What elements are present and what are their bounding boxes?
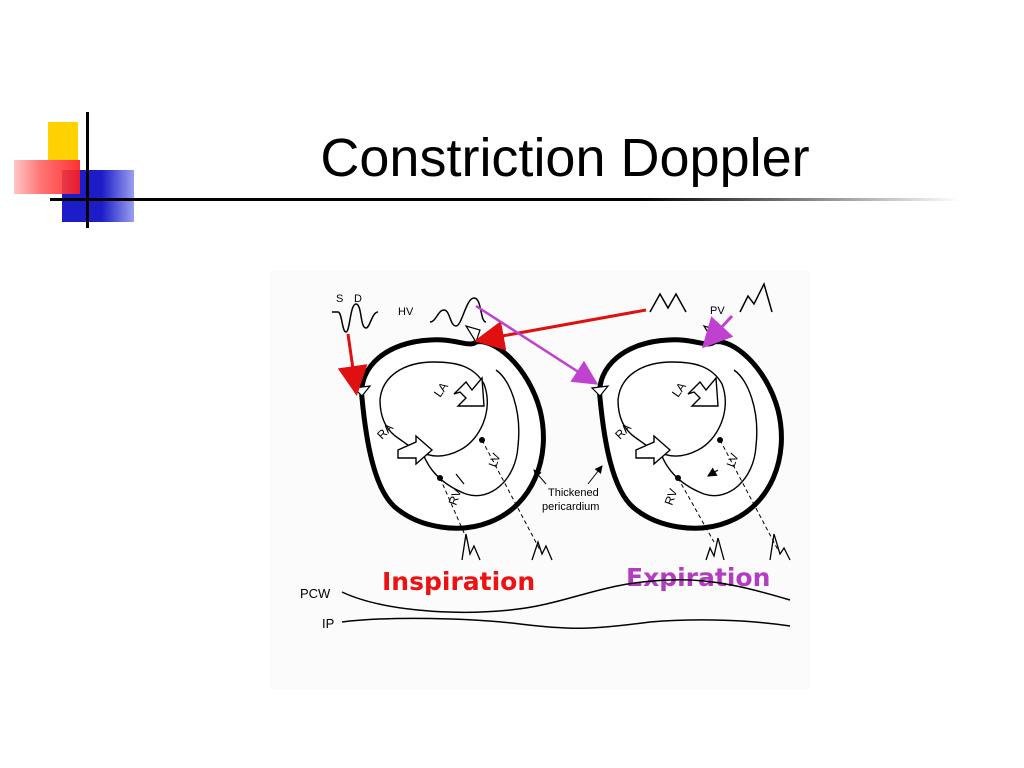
label-rv-right: RV	[662, 487, 681, 507]
ip-trace	[341, 617, 791, 629]
red-arrow-pv	[474, 308, 647, 351]
red-arrow-hv	[337, 333, 368, 396]
label-rv-left: RV	[446, 487, 465, 507]
heart-right	[590, 324, 784, 531]
decor-vertical-line	[86, 112, 89, 228]
magenta-arrow-pv	[701, 314, 734, 349]
slide-title: Constriction Doppler	[320, 128, 810, 188]
label-hv: HV	[398, 306, 414, 318]
heart-left	[352, 324, 546, 531]
doppler-sample-lines	[439, 439, 779, 551]
label-inspiration: Inspiration	[382, 567, 535, 596]
label-thickened: Thickened	[548, 487, 599, 499]
label-pericardium: pericardium	[542, 501, 599, 513]
magenta-arrow-hv	[475, 304, 599, 385]
decor-red-square	[14, 160, 80, 194]
pv-waveform	[649, 281, 773, 313]
label-pcw: PCW	[300, 586, 331, 601]
pcw-trace	[341, 578, 791, 613]
label-s: S	[336, 293, 343, 305]
label-pv: PV	[710, 305, 725, 317]
label-expiration: Expiration	[626, 563, 770, 592]
hv-waveform	[332, 297, 487, 333]
label-ip: IP	[322, 616, 334, 631]
label-d: D	[354, 293, 362, 305]
title-underline	[50, 198, 960, 201]
label-la-right: LA	[669, 380, 689, 400]
constriction-diagram: S D HV PV LA RA LV RV LA RA	[270, 270, 810, 690]
doppler-spikes	[461, 533, 791, 561]
pericardium-pointer-left	[533, 469, 547, 485]
pericardium-pointer-right	[587, 465, 603, 485]
label-la-left: LA	[431, 380, 451, 400]
decor-yellow-square	[48, 122, 78, 160]
